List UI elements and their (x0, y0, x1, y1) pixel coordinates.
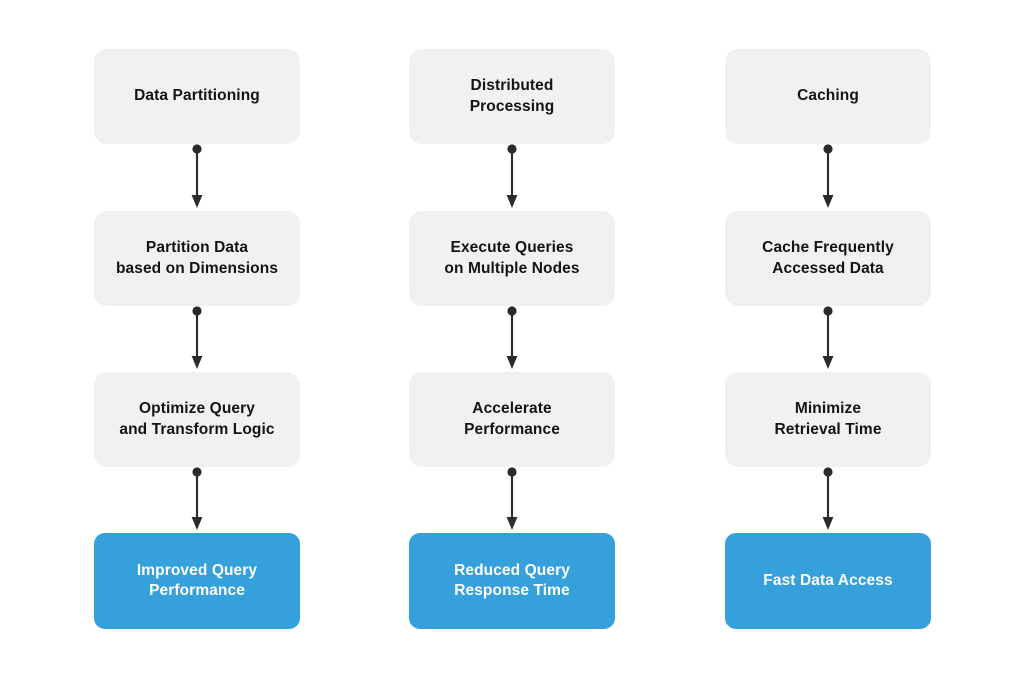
flow-node-data-partitioning[interactable]: Data Partitioning (94, 49, 300, 144)
flow-connector-arrow-down (189, 306, 205, 372)
flow-node-minimize-retrieval-time[interactable]: Minimize Retrieval Time (725, 372, 931, 467)
flow-connector-arrow-down (504, 306, 520, 372)
flow-column-data-partitioning: Data Partitioning Partition Data based o… (94, 0, 300, 676)
flow-node-distributed-processing[interactable]: Distributed Processing (409, 49, 615, 144)
flow-node-label: Accelerate Performance (464, 400, 560, 438)
flow-node-label: Reduced Query Response Time (454, 561, 570, 599)
flow-connector-arrow-down (820, 144, 836, 211)
flow-node-accelerate-performance[interactable]: Accelerate Performance (409, 372, 615, 467)
flow-column-distributed-processing: Distributed Processing Execute Queries o… (409, 0, 615, 676)
flow-node-label: Execute Queries on Multiple Nodes (444, 239, 580, 277)
flow-node-improved-query-performance[interactable]: Improved Query Performance (94, 533, 300, 629)
flow-column-caching: Caching Cache Frequently Accessed Data M… (725, 0, 931, 676)
flow-node-label: Minimize Retrieval Time (774, 400, 882, 438)
flow-connector-arrow-down (504, 467, 520, 533)
flow-node-partition-data[interactable]: Partition Data based on Dimensions (94, 211, 300, 306)
flow-node-caching[interactable]: Caching (725, 49, 931, 144)
flow-node-label: Data Partitioning (134, 87, 260, 105)
flow-node-optimize-query[interactable]: Optimize Query and Transform Logic (94, 372, 300, 467)
flow-node-label: Cache Frequently Accessed Data (762, 239, 894, 277)
flow-node-label: Caching (797, 87, 859, 105)
flow-connector-arrow-down (189, 467, 205, 533)
flow-node-reduced-query-response-time[interactable]: Reduced Query Response Time (409, 533, 615, 629)
flow-node-label: Fast Data Access (763, 571, 893, 589)
flow-node-label: Partition Data based on Dimensions (115, 239, 279, 277)
flow-connector-arrow-down (189, 144, 205, 211)
flow-node-label: Distributed Processing (469, 77, 555, 115)
flow-connector-arrow-down (504, 144, 520, 211)
flow-connector-arrow-down (820, 306, 836, 372)
flow-connector-arrow-down (820, 467, 836, 533)
flow-node-label: Optimize Query and Transform Logic (119, 400, 275, 438)
flow-node-cache-frequently-accessed-data[interactable]: Cache Frequently Accessed Data (725, 211, 931, 306)
flow-node-execute-queries[interactable]: Execute Queries on Multiple Nodes (409, 211, 615, 306)
flow-node-fast-data-access[interactable]: Fast Data Access (725, 533, 931, 629)
flow-node-label: Improved Query Performance (136, 561, 258, 599)
